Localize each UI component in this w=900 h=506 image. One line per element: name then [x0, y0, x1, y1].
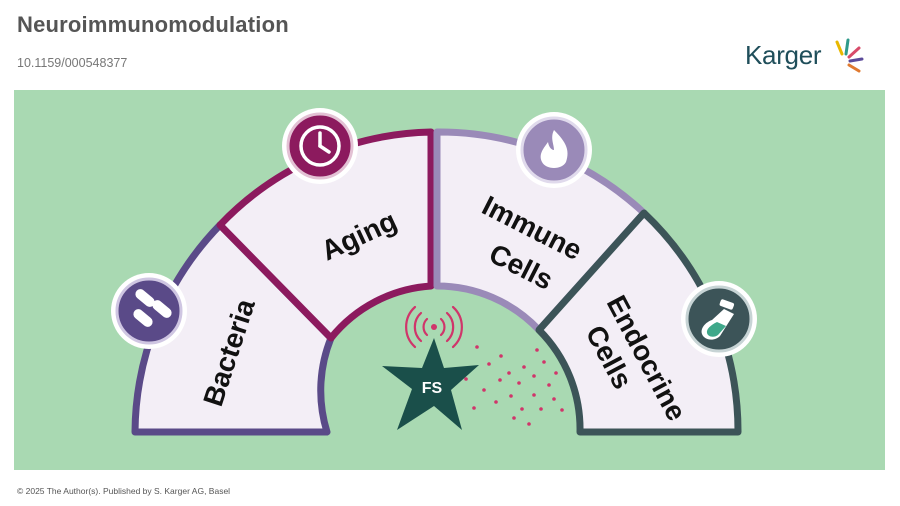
fs-label: FS	[422, 380, 443, 397]
graphical-abstract-panel: Bacteria Aging Immune Cells Endocrine Ce…	[14, 90, 885, 470]
signal-waves-icon	[405, 305, 463, 349]
journal-title: Neuroimmunomodulation	[17, 12, 289, 37]
frailty-diagram: Bacteria Aging Immune Cells Endocrine Ce…	[111, 108, 757, 436]
flask-icon	[681, 281, 757, 357]
karger-sunburst-icon	[835, 38, 864, 73]
karger-logo: Karger	[745, 32, 870, 80]
segment-bacteria: Bacteria	[131, 221, 335, 436]
segment-immune-cells: Immune Cells	[433, 128, 648, 334]
segment-endocrine-cells: Endocrine Cells	[535, 209, 742, 436]
karger-logo-text: Karger	[745, 40, 822, 70]
particle-dots	[464, 345, 564, 426]
clock-icon	[282, 108, 358, 184]
doi-text: 10.1159/000548377	[17, 56, 128, 70]
segment-aging: Aging	[216, 128, 435, 342]
fs-star: FS	[382, 338, 479, 430]
copyright-footer: © 2025 The Author(s). Published by S. Ka…	[17, 486, 231, 496]
flame-icon	[516, 112, 592, 188]
bacteria-icon	[111, 273, 187, 349]
